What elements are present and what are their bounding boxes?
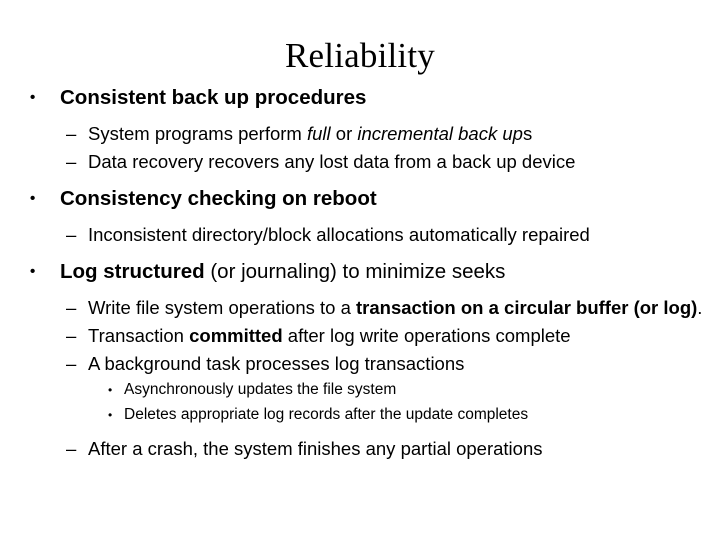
run-bold: Consistent back up procedures [60, 86, 367, 109]
bullet-text: Inconsistent directory/block allocations… [88, 222, 720, 247]
slide-body: • Consistent back up procedures – System… [0, 84, 720, 461]
bullet-text: Transaction committed after log write op… [88, 323, 720, 348]
bullet-text: Asynchronously updates the file system [124, 379, 720, 401]
bullet-marker-disc: • [30, 89, 36, 106]
run-bold: Log structured [60, 260, 205, 283]
bullet-marker-disc: • [108, 408, 113, 422]
run-normal: Asynchronously updates the file system [124, 381, 397, 398]
bullet-marker-dash: – [66, 325, 77, 346]
run-normal: (or journaling) to minimize seeks [204, 260, 506, 283]
run-normal: A background task processes log transact… [88, 353, 465, 374]
bullet-marker-disc: • [30, 190, 36, 207]
run-normal: Inconsistent directory/block allocations… [88, 224, 590, 245]
run-italic: full [306, 123, 331, 144]
bullet-marker-dash: – [66, 123, 77, 144]
bullet-level2: – Data recovery recovers any lost data f… [0, 149, 720, 174]
bullet-text: Log structured (or journaling) to minimi… [60, 258, 720, 285]
bullet-level3: • Asynchronously updates the file system [0, 379, 720, 401]
run-normal: or [330, 123, 358, 144]
bullet-level3: • Deletes appropriate log records after … [0, 404, 720, 426]
bullet-level1: • Consistent back up procedures [0, 84, 720, 111]
run-normal: Write file system operations to a [88, 297, 357, 318]
bullet-marker-dash: – [66, 297, 77, 318]
bullet-text: Consistent back up procedures [60, 84, 720, 111]
bullet-text: System programs perform full or incremen… [88, 121, 720, 146]
bullet-text: Deletes appropriate log records after th… [124, 404, 720, 426]
bullet-level2: – System programs perform full or increm… [0, 121, 720, 146]
slide-title: Reliability [285, 36, 435, 75]
run-normal: After a crash, the system finishes any p… [88, 438, 543, 459]
run-normal: Transaction [88, 325, 190, 346]
bullet-marker-disc: • [108, 383, 113, 397]
bullet-marker-dash: – [66, 151, 77, 172]
bullet-text: After a crash, the system finishes any p… [88, 436, 720, 461]
run-normal: s [522, 123, 533, 144]
bullet-level2: – Inconsistent directory/block allocatio… [0, 222, 720, 247]
run-normal: Data recovery recovers any lost data fro… [88, 151, 576, 172]
run-normal: after log write operations complete [282, 325, 571, 346]
bullet-marker-disc: • [30, 263, 36, 280]
run-normal: System programs perform [88, 123, 307, 144]
run-italic: incremental back up [357, 123, 523, 144]
bullet-level2: – A background task processes log transa… [0, 351, 720, 376]
bullet-text: A background task processes log transact… [88, 351, 720, 376]
bullet-level2: – After a crash, the system finishes any… [0, 436, 720, 461]
bullet-text: Consistency checking on reboot [60, 185, 720, 212]
bullet-marker-dash: – [66, 438, 77, 459]
run-bold: transaction on a circular buffer (or log… [356, 297, 698, 318]
bullet-marker-dash: – [66, 224, 77, 245]
run-bold: Consistency checking on reboot [60, 187, 377, 210]
bullet-level2: – Transaction committed after log write … [0, 323, 720, 348]
bullet-level1: • Consistency checking on reboot [0, 185, 720, 212]
bullet-level1: • Log structured (or journaling) to mini… [0, 258, 720, 285]
bullet-level2: – Write file system operations to a tran… [0, 295, 720, 320]
run-normal: . [697, 297, 703, 318]
run-bold: committed [189, 325, 283, 346]
bullet-marker-dash: – [66, 353, 77, 374]
bullet-text: Data recovery recovers any lost data fro… [88, 149, 720, 174]
bullet-text: Write file system operations to a transa… [88, 295, 720, 320]
run-normal: Deletes appropriate log records after th… [124, 406, 529, 423]
